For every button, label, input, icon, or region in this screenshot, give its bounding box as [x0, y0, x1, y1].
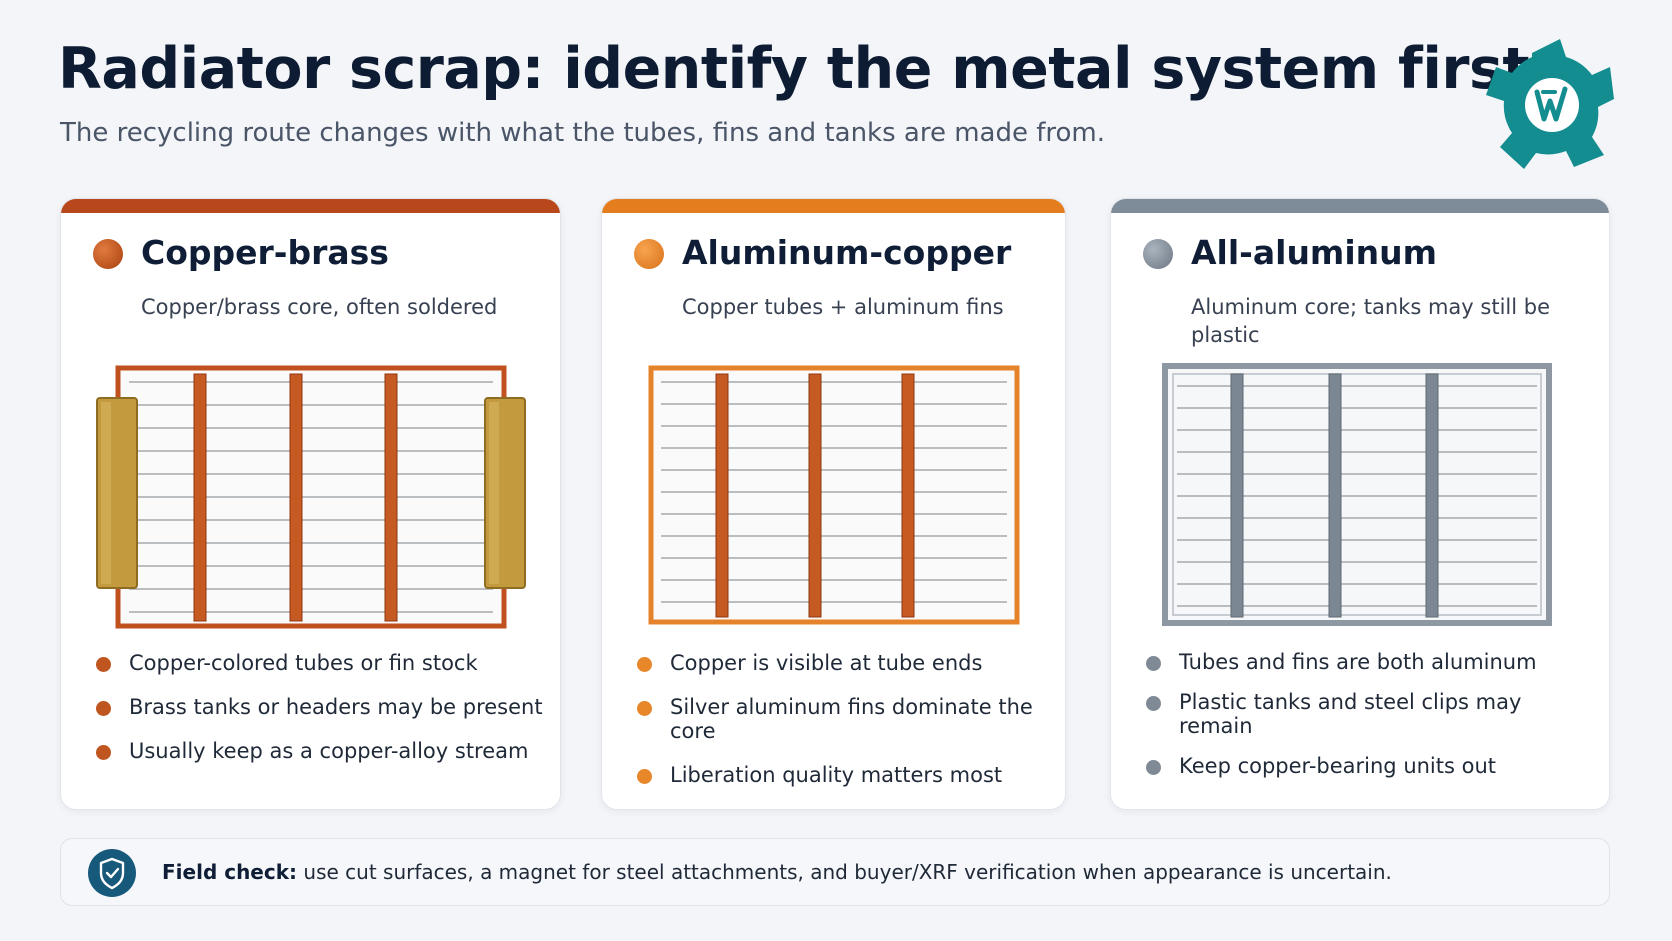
card-subtitle: Copper/brass core, often soldered: [141, 295, 498, 319]
copper-brass-radiator-diagram: [96, 365, 526, 629]
card-title: Copper-brass: [141, 233, 389, 272]
page-title: Radiator scrap: identify the metal syste…: [58, 36, 1530, 102]
list-item: Usually keep as a copper-alloy stream: [93, 739, 544, 763]
card-accent-bar: [1111, 199, 1609, 213]
list-item: Copper is visible at tube ends: [634, 651, 1049, 675]
list-item: Tubes and fins are both aluminum: [1143, 650, 1593, 674]
bullet-list: Copper-colored tubes or fin stock Brass …: [93, 651, 544, 783]
orange-dot-icon: [634, 239, 664, 269]
list-item: Liberation quality matters most: [634, 763, 1049, 787]
field-check-banner: Field check: use cut surfaces, a magnet …: [60, 838, 1610, 906]
list-item: Plastic tanks and steel clips may remain: [1143, 690, 1593, 738]
card-accent-bar: [61, 199, 560, 213]
card-accent-bar: [602, 199, 1065, 213]
field-check-text: Field check: use cut surfaces, a magnet …: [162, 860, 1392, 884]
gray-dot-icon: [1143, 239, 1173, 269]
aluminum-copper-radiator-diagram: [648, 365, 1020, 625]
card-title: All-aluminum: [1191, 233, 1438, 272]
list-item: Copper-colored tubes or fin stock: [93, 651, 544, 675]
bullet-list: Copper is visible at tube ends Silver al…: [634, 651, 1049, 807]
card-aluminum-copper: Aluminum-copper Copper tubes + aluminum …: [601, 198, 1066, 810]
copper-dot-icon: [93, 239, 123, 269]
gear-w-logo-icon: [1486, 39, 1614, 169]
list-item: Silver aluminum fins dominate the core: [634, 695, 1049, 743]
card-copper-brass: Copper-brass Copper/brass core, often so…: [60, 198, 561, 810]
shield-check-icon: [88, 849, 136, 897]
card-subtitle: Copper tubes + aluminum fins: [682, 295, 1004, 319]
bullet-list: Tubes and fins are both aluminum Plastic…: [1143, 650, 1593, 794]
list-item: Keep copper-bearing units out: [1143, 754, 1593, 778]
card-all-aluminum: All-aluminum Aluminum core; tanks may st…: [1110, 198, 1610, 810]
list-item: Brass tanks or headers may be present: [93, 695, 544, 719]
page-subtitle: The recycling route changes with what th…: [60, 118, 1106, 148]
all-aluminum-radiator-diagram: [1162, 363, 1552, 626]
card-title: Aluminum-copper: [682, 233, 1012, 272]
card-subtitle: Aluminum core; tanks may still be plasti…: [1191, 295, 1551, 347]
